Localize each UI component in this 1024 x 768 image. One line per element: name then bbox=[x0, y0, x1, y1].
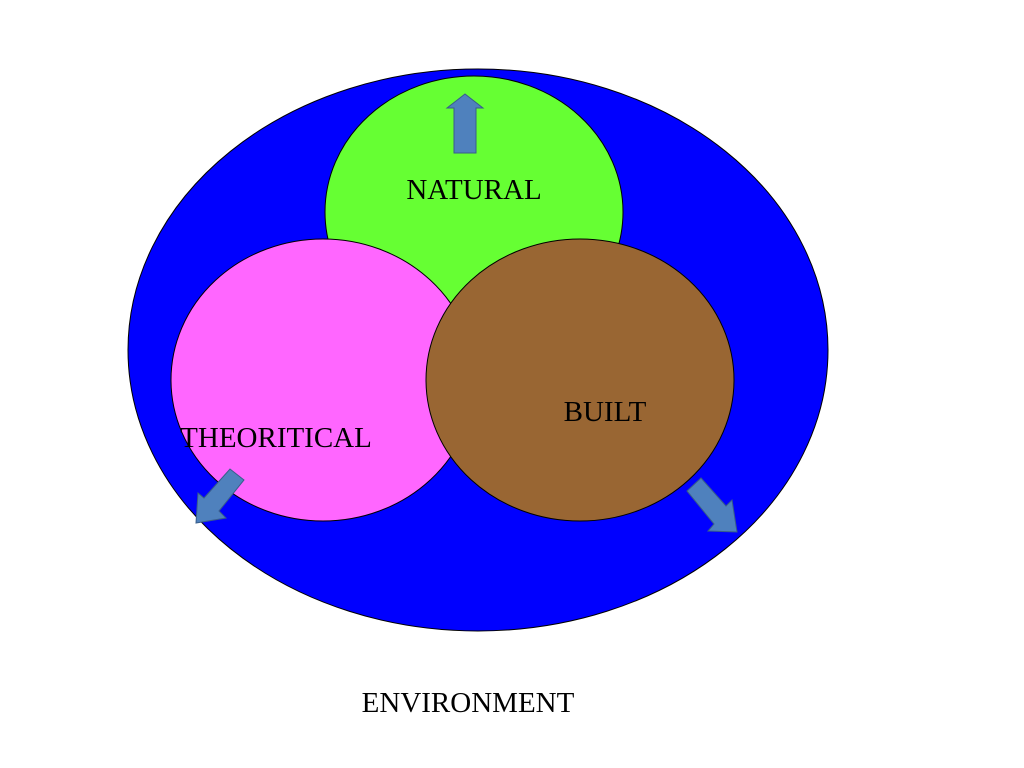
block-arrow-up-icon bbox=[445, 93, 485, 154]
block-arrow-down-left-icon bbox=[195, 468, 245, 524]
environment-label: ENVIRONMENT bbox=[362, 687, 575, 719]
theoretical-label: THEORITICAL bbox=[180, 422, 372, 454]
block-arrow-down-right-icon bbox=[686, 477, 738, 533]
natural-label: NATURAL bbox=[406, 174, 541, 206]
built-label: BUILT bbox=[564, 396, 647, 428]
built-circle bbox=[425, 238, 735, 522]
